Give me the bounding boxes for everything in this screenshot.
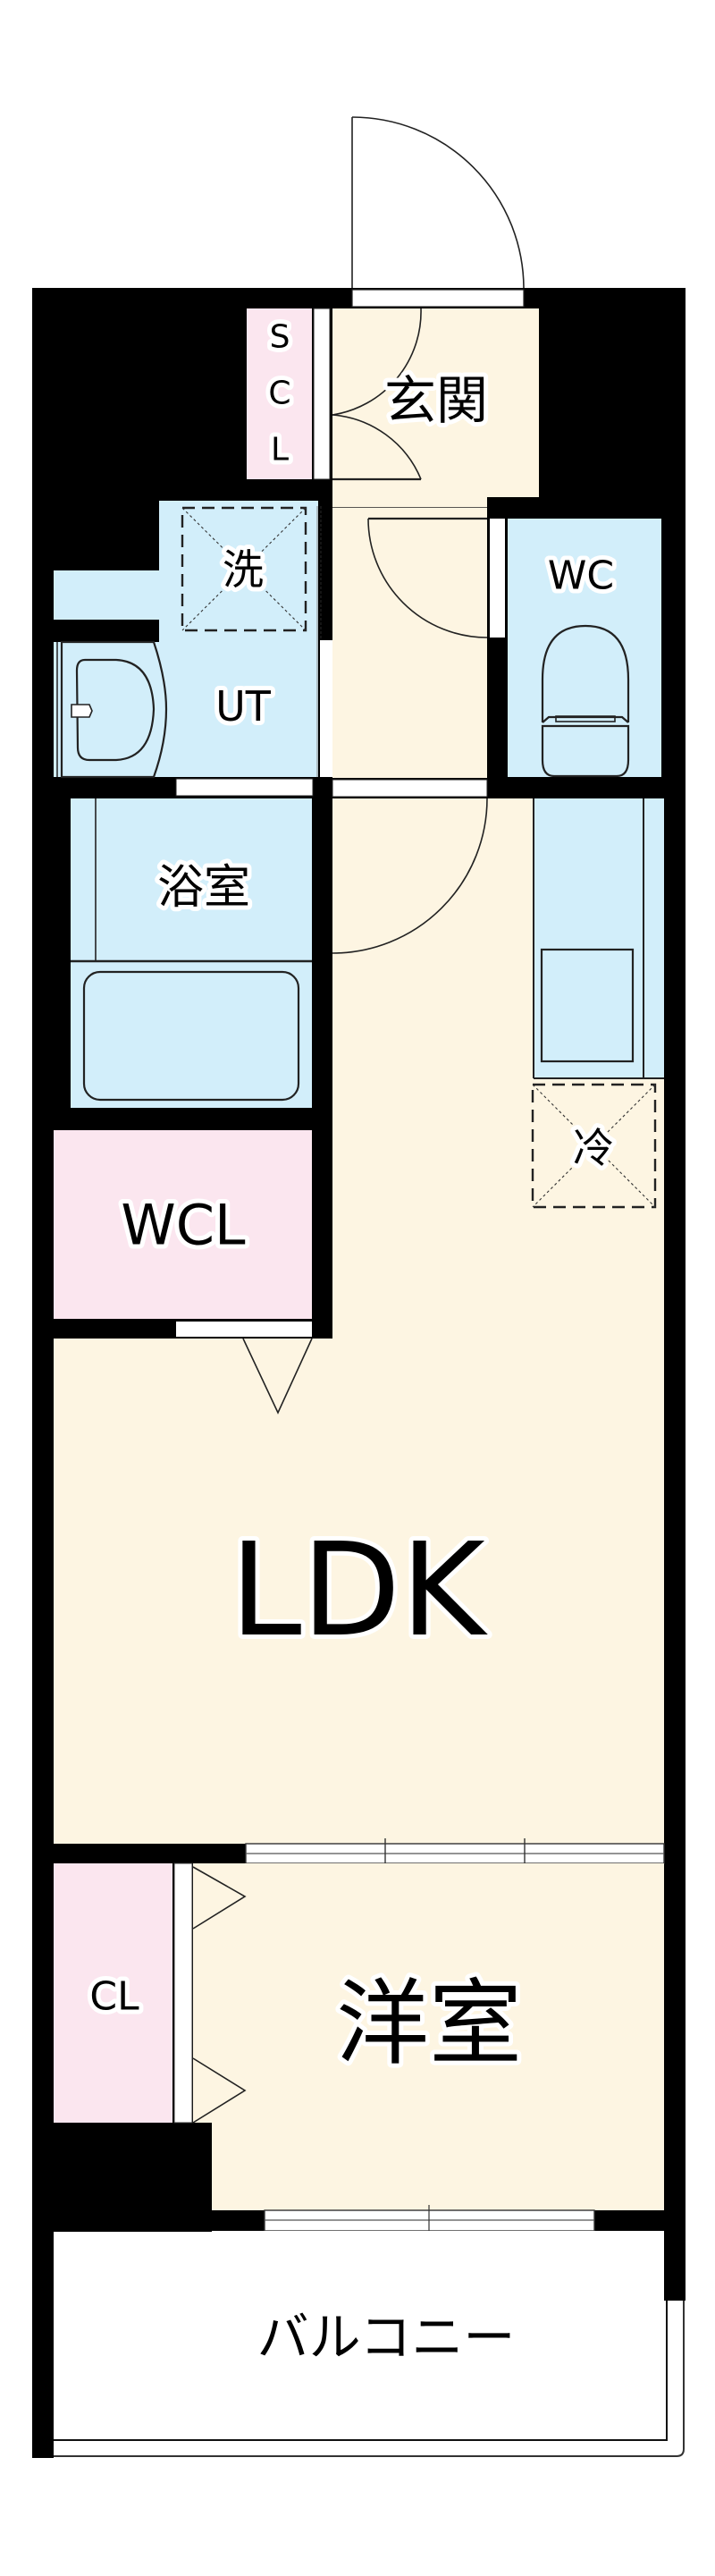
room-genkan: 玄関: [332, 308, 539, 509]
label-wcl: WCL: [121, 1193, 246, 1258]
label-western-room: 洋室: [336, 1969, 522, 2078]
entrance-door[interactable]: [351, 116, 525, 308]
toilet-icon: [541, 624, 630, 778]
label-scl-c: C: [268, 376, 290, 412]
label-wc: WC: [548, 553, 614, 599]
room-walk-in-closet: WCL: [54, 1130, 312, 1337]
label-scl-l: L: [271, 432, 289, 469]
room-closet: CL: [54, 1862, 193, 2124]
wcl-door[interactable]: [176, 1322, 312, 1337]
wc-door[interactable]: [490, 519, 505, 638]
washer-space: 洗: [181, 506, 307, 632]
room-toilet: WC: [490, 519, 661, 778]
label-ut: UT: [215, 682, 272, 731]
room-western: 洋室: [192, 1863, 664, 2210]
label-balcony: バルコニー: [257, 2307, 516, 2368]
label-washer: 洗: [223, 545, 264, 594]
label-genkan: 玄関: [384, 370, 488, 431]
label-bathroom: 浴室: [157, 861, 250, 915]
sliding-partition[interactable]: [245, 1838, 665, 1869]
bathtub-icon: [82, 970, 300, 1102]
sink-icon: [540, 948, 635, 1063]
room-bathroom: 浴室: [71, 798, 312, 1108]
ldk-door[interactable]: [332, 779, 488, 798]
balcony: バルコニー: [32, 2231, 686, 2458]
label-cl: CL: [89, 1974, 139, 2020]
kitchen-counter: [533, 798, 664, 1079]
room-shoe-closet: S C L: [247, 308, 331, 480]
balcony-window[interactable]: [264, 2205, 595, 2236]
label-scl-s: S: [270, 319, 290, 356]
fridge-space: 冷: [531, 1083, 657, 1209]
washbasin-icon: [56, 640, 168, 779]
label-ldk: LDK: [230, 1515, 488, 1665]
room-ldk: 冷 LDK: [54, 798, 664, 1844]
label-fridge: 冷: [573, 1124, 614, 1172]
utility-door[interactable]: [175, 778, 314, 797]
hallway: [332, 508, 488, 778]
room-utility: 洗 UT: [54, 501, 332, 797]
